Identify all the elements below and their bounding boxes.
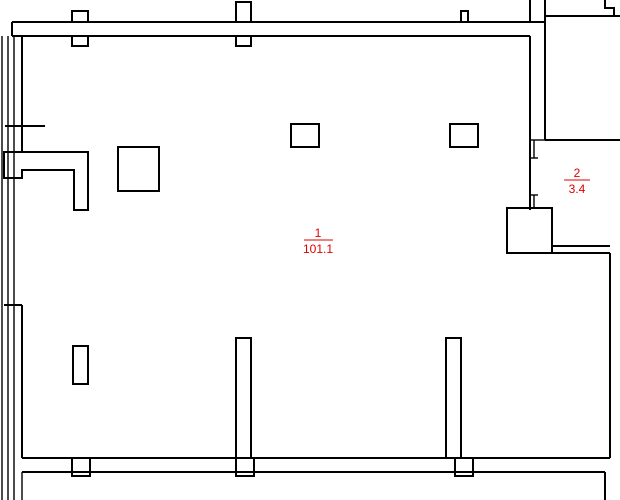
- room-1-number: 1: [315, 226, 322, 240]
- room-2-area: 3.4: [569, 182, 586, 196]
- bottom-pilasters: [71, 457, 474, 477]
- room-label-1: 1 101.1: [303, 226, 333, 256]
- top-pilasters: [71, 1, 469, 47]
- room-2-jamb: [530, 194, 538, 208]
- room-label-2: 2 3.4: [564, 166, 590, 196]
- room-1-area: 101.1: [303, 242, 333, 256]
- interior-columns: [72, 123, 553, 459]
- room-2-number: 2: [574, 166, 581, 180]
